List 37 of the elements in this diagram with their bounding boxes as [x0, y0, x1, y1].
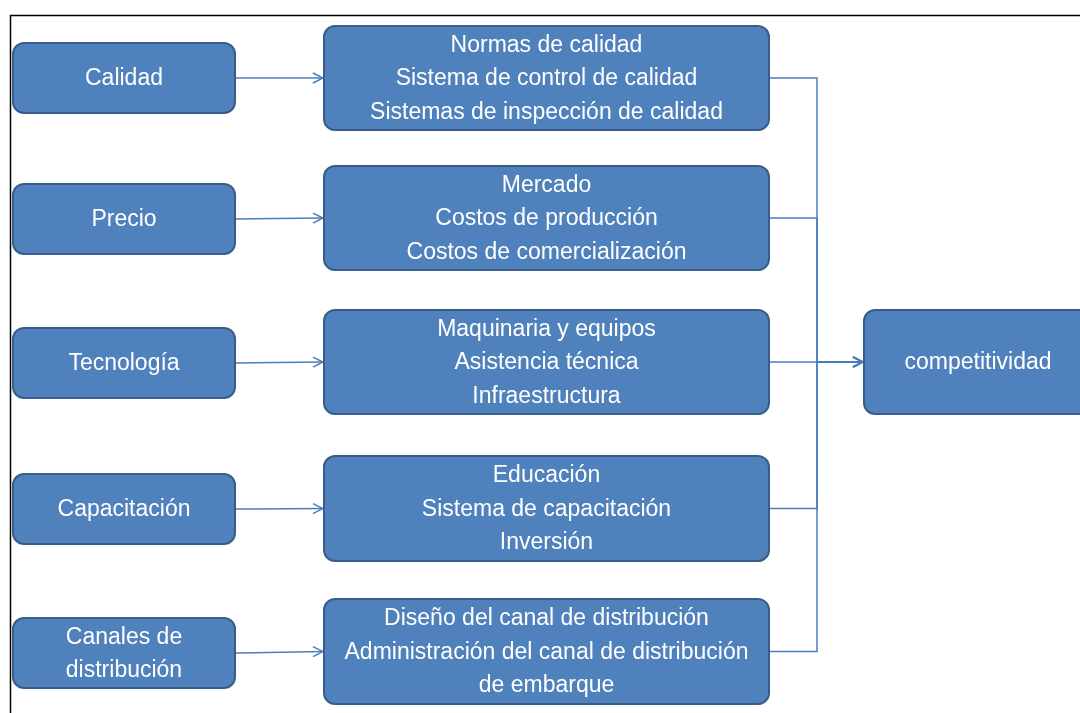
process-box	[12, 183, 236, 255]
node-text: Normas de calidad	[450, 30, 643, 59]
node-text: Sistema de capacitación	[421, 493, 672, 523]
process-box	[323, 598, 770, 705]
process-box	[323, 165, 770, 271]
arrow	[235, 356, 324, 368]
node-text: Calidad	[85, 63, 163, 93]
process-box	[863, 309, 1080, 415]
process-box	[12, 42, 236, 114]
node-text: Precio	[91, 204, 157, 234]
node-text: Tecnología	[68, 348, 180, 378]
process-box	[323, 309, 770, 415]
node-text: Inversión	[499, 527, 594, 557]
node-text: Diseño del canal de distribución	[384, 603, 709, 633]
arrow	[235, 212, 324, 224]
arrow	[235, 72, 324, 84]
node-text: Sistemas de inspección de calidad	[370, 96, 723, 126]
node-text: Infraestructura	[472, 380, 621, 410]
arrow	[235, 502, 324, 515]
node-text: Sistema de control de calidad	[395, 63, 698, 93]
node-text: competitividad	[904, 347, 1052, 377]
node-text: Administración del canal de distribución de embarque	[343, 636, 750, 700]
process-box	[323, 25, 770, 131]
node-text: Canales de distribución	[64, 621, 184, 684]
node-text: Mercado	[501, 170, 592, 199]
node-text: Maquinaria y equipos	[437, 314, 656, 343]
arrow	[769, 356, 864, 653]
node-text: Educación	[492, 460, 601, 490]
node-text: Asistencia técnica	[454, 347, 639, 377]
arrow	[235, 645, 324, 658]
node-text: Capacitación	[57, 494, 191, 524]
process-box	[12, 327, 236, 399]
process-box	[12, 617, 236, 689]
node-text: Costos de producción	[435, 203, 658, 233]
process-box	[323, 455, 770, 562]
node-text: Costos de comercialización	[406, 236, 687, 266]
process-box	[12, 473, 236, 545]
